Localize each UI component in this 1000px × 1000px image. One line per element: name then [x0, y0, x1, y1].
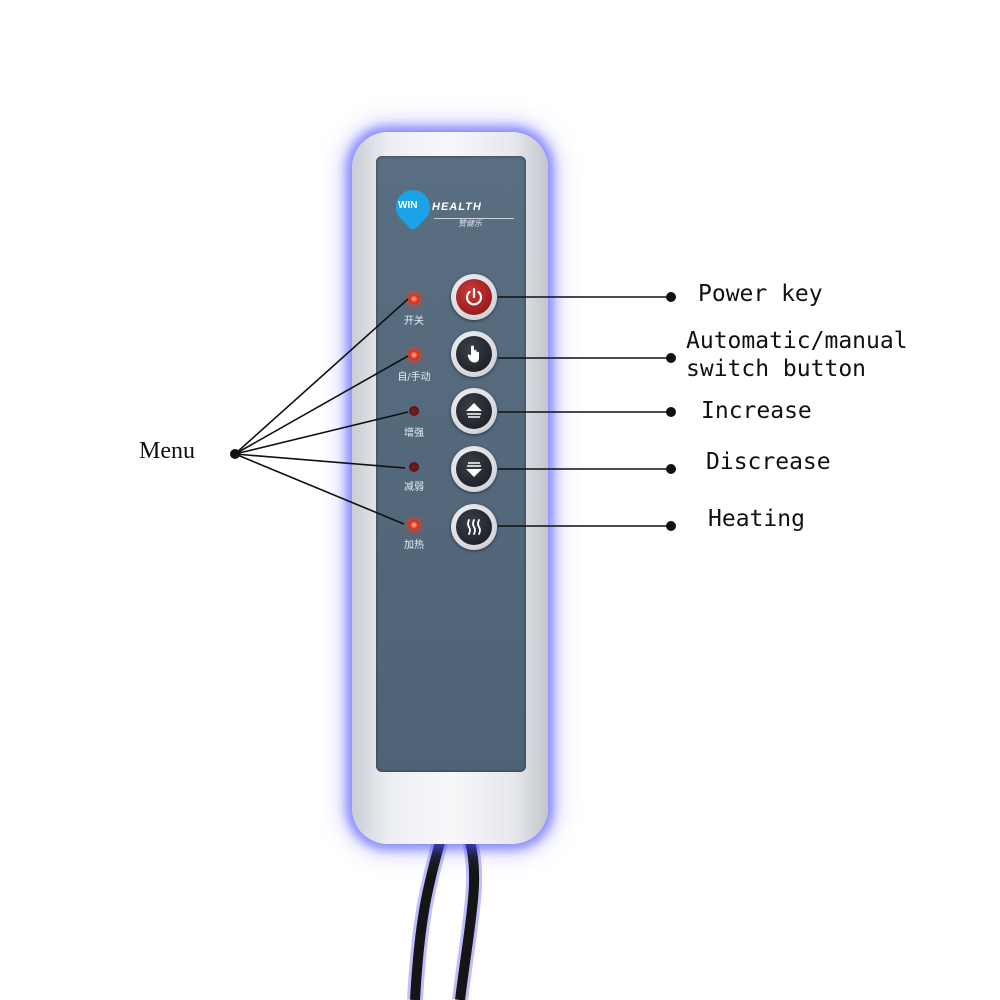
auto-manual-button[interactable]: [451, 331, 497, 377]
logo-health-text: HEALTH: [432, 201, 482, 213]
indicator-led-decrease: [409, 462, 419, 472]
heating-button[interactable]: [451, 504, 497, 550]
menu-dot: [230, 449, 240, 459]
indicator-label-heating: 加热: [404, 540, 424, 551]
power-icon: [465, 287, 483, 306]
hand-icon: [467, 345, 479, 363]
logo-underline: [434, 218, 514, 229]
indicator-led-increase: [409, 406, 419, 416]
indicator-label-power: 开关: [404, 316, 424, 327]
heating-dot: [666, 521, 676, 531]
remote-control: WIN HEALTH 赞健乐 开关 自/手动 增强 减弱 加热: [352, 132, 548, 844]
decrease-icon: [466, 462, 482, 477]
auto-manual-label-line1: Automatic/manual: [686, 328, 908, 354]
decrease-dot: [666, 464, 676, 474]
increase-icon: [466, 403, 482, 418]
decrease-button[interactable]: [451, 446, 497, 492]
indicator-label-decrease: 减弱: [404, 482, 424, 493]
indicator-led-auto-manual: [409, 350, 419, 360]
heating-icon: [467, 519, 481, 535]
brand-logo: WIN HEALTH 赞健乐: [388, 182, 520, 254]
power-key-label: Power key: [698, 281, 823, 307]
auto-manual-dot: [666, 353, 676, 363]
power-dot: [666, 292, 676, 302]
increase-dot: [666, 407, 676, 417]
indicator-led-heating: [409, 520, 419, 530]
logo-win-text: WIN: [398, 200, 418, 211]
auto-manual-label-line2: switch button: [686, 356, 867, 382]
indicator-label-auto-manual: 自/手动: [397, 372, 431, 383]
control-panel: WIN HEALTH 赞健乐 开关 自/手动 增强 减弱 加热: [376, 156, 526, 772]
logo-signature: 赞健乐: [458, 219, 482, 228]
heating-label: Heating: [708, 506, 805, 532]
indicator-label-increase: 增强: [404, 428, 424, 439]
menu-label: Menu: [139, 438, 195, 464]
decrease-label: Discrease: [706, 449, 831, 475]
indicator-led-power: [409, 294, 419, 304]
increase-label: Increase: [701, 398, 812, 424]
increase-button[interactable]: [451, 388, 497, 434]
power-button[interactable]: [451, 274, 497, 320]
